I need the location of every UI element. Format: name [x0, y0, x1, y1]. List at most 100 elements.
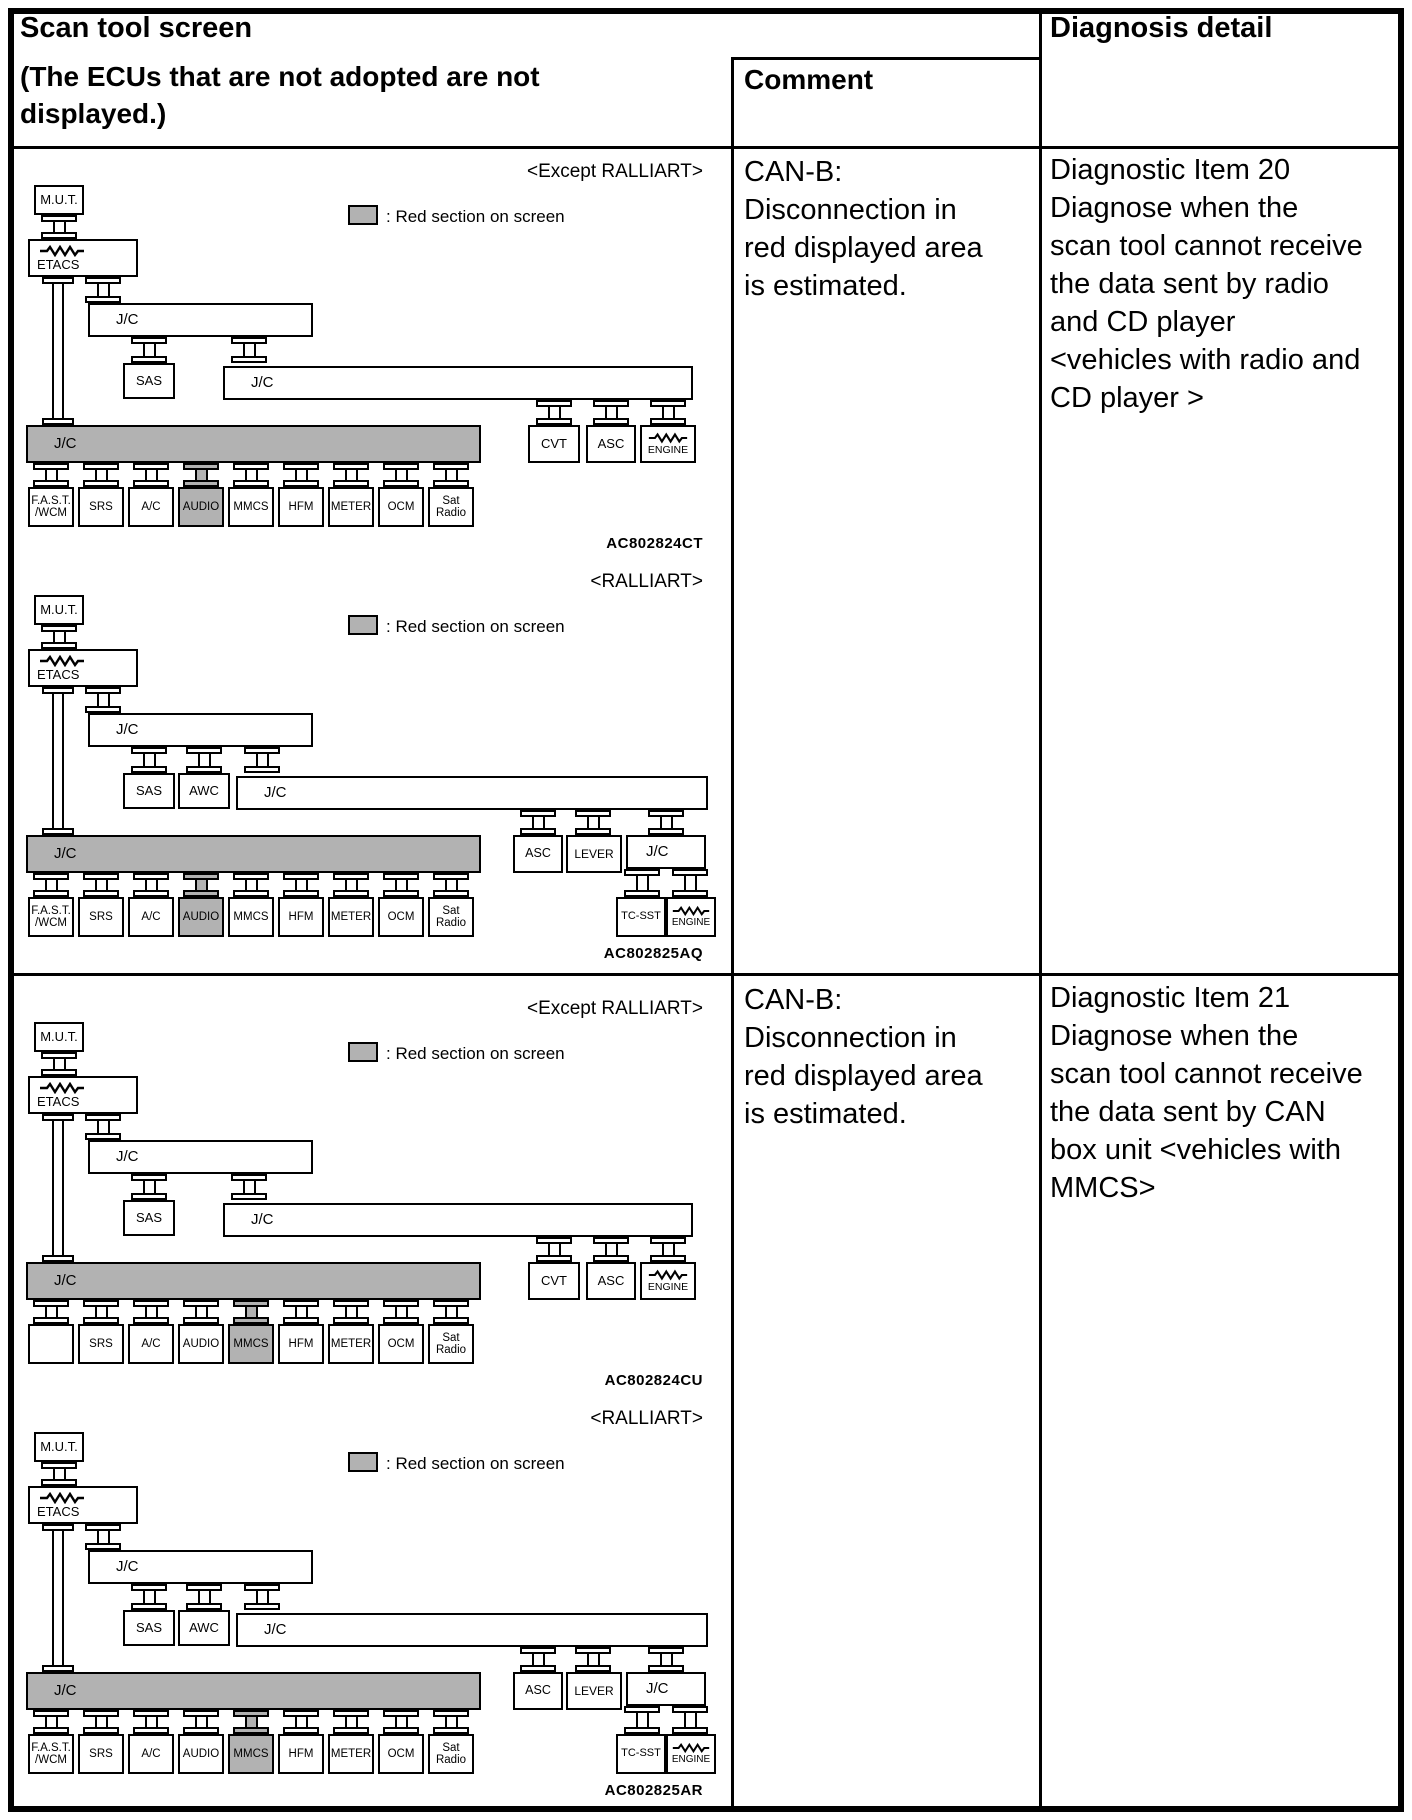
ecu-box-hfm: HFM — [278, 1734, 324, 1774]
ecu-box-label: J/C — [646, 843, 669, 861]
connector-flange — [83, 1710, 119, 1717]
connector-flange — [283, 463, 319, 470]
connector-stem — [142, 754, 156, 766]
connector-flange — [433, 463, 469, 470]
bus-line-flange — [42, 828, 74, 835]
ecu-box-label: F.A.S.T. /WCM — [31, 494, 71, 519]
connector-flange — [383, 1300, 419, 1307]
ecu-box-label: Sat Radio — [435, 1741, 467, 1766]
connector-flange — [575, 1647, 611, 1654]
ecu-box-label: OCM — [387, 1747, 415, 1760]
ecu-box-engine: ENGINE — [666, 897, 716, 937]
connector-stem — [144, 1717, 158, 1727]
connector-flange — [333, 1317, 369, 1324]
red-section-swatch — [348, 615, 378, 635]
connector-stem — [444, 880, 458, 890]
ecu-box-label: J/C — [116, 721, 139, 739]
ecu-box-label: ASC — [597, 1273, 625, 1289]
connector-flange — [233, 1727, 269, 1734]
connector — [433, 873, 469, 897]
connector-stem — [294, 880, 308, 890]
ecu-box-label: AWC — [189, 783, 219, 799]
connector-stem — [94, 880, 108, 890]
connector-flange — [41, 232, 77, 239]
connector-flange — [83, 1317, 119, 1324]
ecu-box-label: TC-SST — [621, 910, 661, 923]
connector-flange — [133, 1727, 169, 1734]
ecu-box-label: AWC — [189, 1620, 219, 1636]
connector-flange — [283, 1317, 319, 1324]
ecu-box-label: SAS — [135, 373, 162, 389]
connector — [186, 747, 222, 773]
connector — [520, 1647, 556, 1672]
ecu-box-blank — [28, 1324, 74, 1364]
connector-flange — [520, 828, 556, 835]
connector-stem — [547, 407, 561, 418]
connector — [133, 463, 169, 487]
resistor-icon — [672, 1743, 710, 1754]
connector — [83, 1710, 119, 1734]
connector-stem — [586, 1654, 600, 1665]
connector-flange — [333, 463, 369, 470]
connector-flange — [433, 480, 469, 487]
ecu-box-label: HFM — [288, 1337, 314, 1350]
ecu-box-label: OCM — [387, 500, 415, 513]
connector — [131, 337, 167, 363]
connector — [183, 1710, 219, 1734]
ecu-box-jc1: J/C — [88, 713, 313, 747]
ecu-box-hfm: HFM — [278, 487, 324, 527]
connector-stem — [683, 876, 697, 890]
connector-stem — [94, 1307, 108, 1317]
connector-stem — [194, 1717, 208, 1727]
connector — [33, 463, 69, 487]
connector-stem — [194, 470, 208, 480]
connector-flange — [383, 1710, 419, 1717]
ecu-box-label: ENGINE — [671, 917, 711, 929]
connector-flange — [231, 1193, 267, 1200]
connector-flange — [131, 1193, 167, 1200]
connector-flange — [33, 463, 69, 470]
connector-stem — [52, 1059, 66, 1069]
connector — [648, 1647, 684, 1672]
connector-flange — [85, 1133, 121, 1140]
ecu-box-mmcs: MMCS — [228, 1324, 274, 1364]
connector-flange — [650, 1255, 686, 1262]
diagnosis-detail-header: Diagnosis detail — [1050, 12, 1273, 44]
connector — [520, 810, 556, 835]
connector — [536, 400, 572, 425]
connector — [383, 873, 419, 897]
connector-flange — [433, 1727, 469, 1734]
ecu-box-label: J/C — [116, 1148, 139, 1166]
ecu-box-a-c: A/C — [128, 1324, 174, 1364]
connector-stem — [659, 1654, 673, 1665]
connector-stem — [344, 880, 358, 890]
connector-flange — [33, 873, 69, 880]
connector-flange — [183, 873, 219, 880]
connector — [593, 400, 629, 425]
connector-stem — [394, 1717, 408, 1727]
connector-flange — [520, 1647, 556, 1654]
ecu-box-label: HFM — [288, 500, 314, 513]
connector-flange — [183, 463, 219, 470]
ecu-box-sas: SAS — [123, 1610, 175, 1646]
connector-stem — [96, 1531, 110, 1543]
ecu-box-jc3: J/C — [26, 835, 481, 873]
connector-flange — [131, 747, 167, 754]
connector-flange — [536, 400, 572, 407]
connector-stem — [635, 1713, 649, 1727]
connector-flange — [672, 1706, 708, 1713]
header-bottom-border — [14, 146, 1398, 149]
connector-flange — [231, 1174, 267, 1181]
ecu-box-audio: AUDIO — [178, 1734, 224, 1774]
connector — [85, 1524, 121, 1550]
connector-stem — [44, 880, 58, 890]
ecu-box-srs: SRS — [78, 487, 124, 527]
red-section-legend-label: : Red section on screen — [386, 617, 565, 636]
connector-stem — [96, 284, 110, 296]
connector-stem — [344, 470, 358, 480]
diagram-variant-title: <Except RALLIART> — [526, 998, 703, 1019]
connector-stem — [142, 344, 156, 356]
bus-line — [52, 1114, 64, 1262]
diagnosis-cell-row-2: Diagnostic Item 21 Diagnose when the sca… — [1050, 982, 1363, 1204]
connector-flange — [41, 215, 77, 222]
